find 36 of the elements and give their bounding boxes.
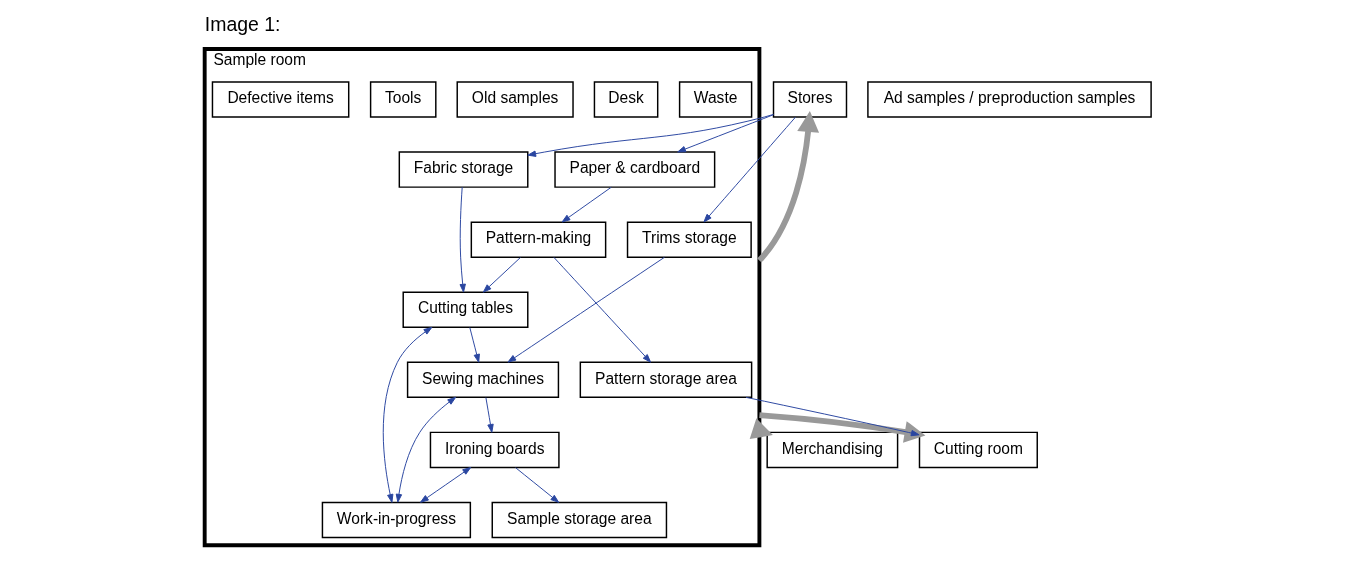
node-box: Pattern-making: [470, 221, 606, 258]
node-box: Paper & cardboard: [553, 151, 715, 188]
arrow: [526, 113, 774, 157]
node-box: Work-in-progress: [321, 501, 471, 539]
arrow: [676, 114, 774, 153]
arrow: [514, 467, 559, 503]
arrow: [459, 186, 466, 293]
node-box: Old samples: [456, 81, 574, 118]
node-box: Cutting tables: [401, 291, 528, 328]
node-box: Waste: [678, 81, 752, 118]
arrow: [419, 467, 471, 503]
node-box: Pattern storage area: [579, 361, 752, 399]
node-box: Sample storage area: [491, 501, 667, 539]
arrow: [561, 186, 612, 223]
node-box: Cutting room: [918, 431, 1038, 469]
node-box: Fabric storage: [398, 151, 528, 188]
arrow: [468, 327, 480, 363]
arrow: [507, 256, 665, 363]
node-box: Ironing boards: [429, 431, 560, 469]
arrow: [484, 397, 494, 433]
node-box: Defective items: [211, 81, 349, 118]
node-box: Tools: [369, 81, 437, 118]
arrow: [395, 396, 456, 503]
node-box: Desk: [593, 81, 658, 118]
arrow: [756, 111, 819, 263]
node-box: Ad samples / preproduction samples: [866, 81, 1152, 118]
arrow: [382, 326, 432, 503]
arrow: [702, 116, 796, 223]
arrow: [482, 257, 521, 293]
diagram-title: Image 1:: [204, 13, 280, 36]
node-box: Stores: [772, 81, 847, 118]
arrow: [749, 418, 773, 440]
node-box: Trims storage: [626, 221, 752, 258]
node-box: Sewing machines: [406, 361, 559, 399]
arrow: [552, 256, 651, 363]
node-box: Merchandising: [765, 431, 898, 469]
